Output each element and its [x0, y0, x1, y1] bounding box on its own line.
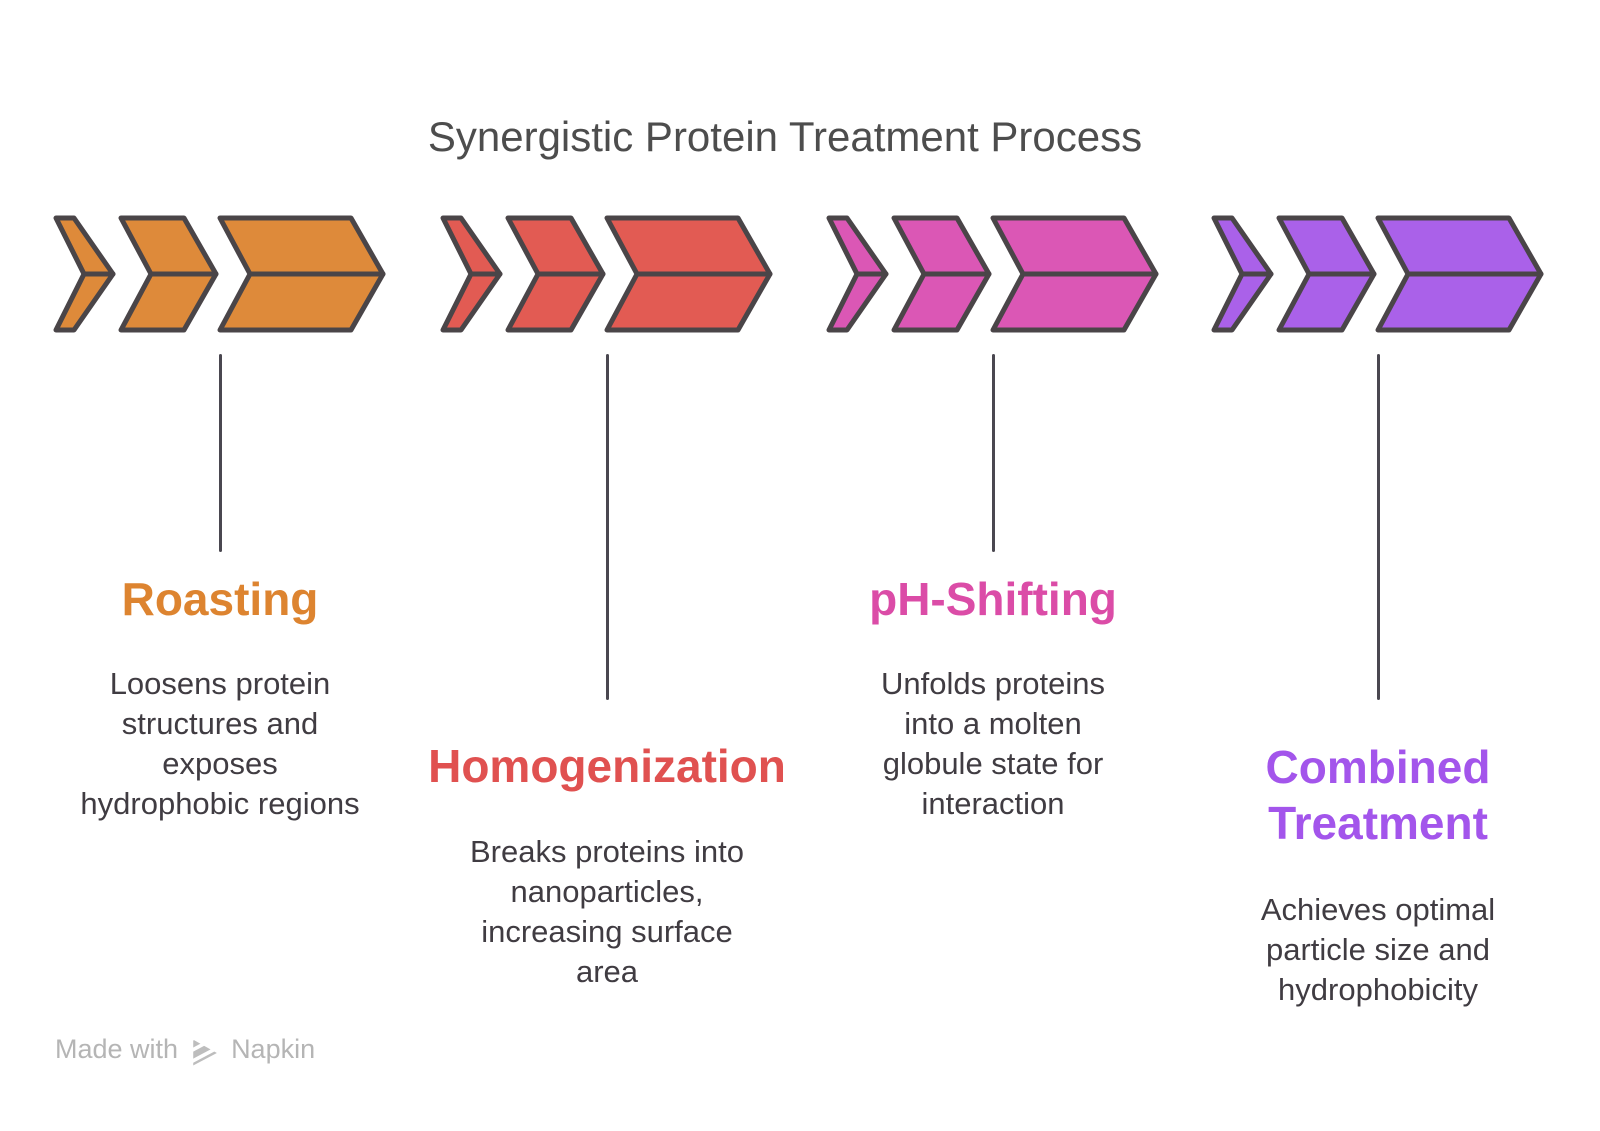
connector-line	[1377, 354, 1380, 700]
chevron-arrows-icon	[440, 215, 773, 333]
connector-line	[219, 354, 222, 552]
made-with-napkin-footer: Made with Napkin	[55, 1032, 315, 1067]
step-description: Unfolds proteins into a molten globule s…	[880, 666, 1105, 821]
step-title-roasting: Roasting	[121, 573, 319, 625]
step-title-homogenization: Homogenization	[428, 740, 786, 792]
chevron-arrows-icon	[53, 215, 386, 333]
step-description: Achieves optimal particle size and hydro…	[1260, 892, 1496, 1007]
napkin-logo-icon	[193, 1039, 217, 1066]
connector-line	[606, 354, 609, 700]
step-title-combined-treatment: Combined Treatment	[1265, 741, 1491, 849]
chevron-arrows-icon	[1211, 215, 1544, 333]
diagram-title: Synergistic Protein Treatment Process	[427, 113, 1143, 160]
made-with-label: Made with	[55, 1034, 179, 1064]
napkin-brand-label: Napkin	[231, 1034, 316, 1064]
step-title-ph-shifting: pH-Shifting	[869, 573, 1117, 625]
chevron-arrows-icon	[826, 215, 1159, 333]
step-description: Loosens protein structures and exposes h…	[80, 666, 360, 821]
step-description: Breaks proteins into nanoparticles, incr…	[470, 834, 744, 989]
connector-line	[992, 354, 995, 552]
